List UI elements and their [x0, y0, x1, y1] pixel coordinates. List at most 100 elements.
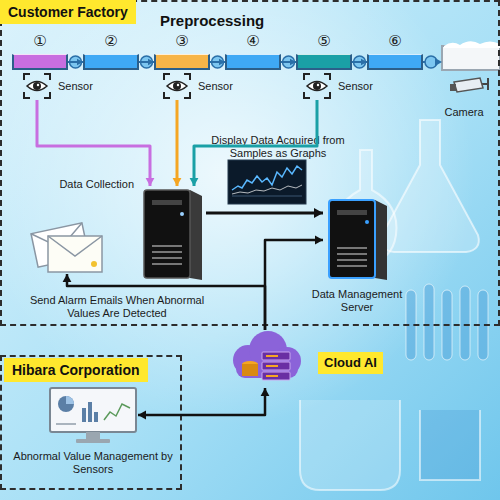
arrow-head — [261, 388, 270, 396]
flow-arrow-circle — [70, 56, 82, 68]
note-label: Display Data Acquired from Samples as Gr… — [208, 134, 348, 160]
process-tank: ⑤ — [296, 32, 352, 70]
test-tube — [460, 286, 470, 360]
tank-body — [12, 54, 68, 70]
section-title: Preprocessing — [160, 12, 264, 30]
connector-arrow — [138, 388, 269, 419]
server-node: Data Management Server — [323, 196, 391, 282]
node-label: Sensor — [58, 80, 93, 93]
connector-line — [176, 100, 179, 186]
server-light — [180, 212, 184, 216]
node-label: Data Collection — [59, 178, 134, 191]
server-front — [329, 200, 375, 278]
server-led — [266, 365, 278, 367]
server-unit — [262, 372, 290, 380]
graph-panel — [228, 160, 306, 204]
server-side — [375, 200, 387, 280]
connector-line — [194, 100, 317, 186]
node-label: Sensor — [198, 80, 233, 93]
sensor-bracket — [24, 74, 50, 98]
server-node: Data Collection — [138, 186, 206, 282]
database-body — [242, 364, 258, 376]
connector-line — [210, 61, 225, 63]
server-slot — [337, 247, 367, 249]
connector-arrow — [265, 236, 323, 330]
connector-arrow — [139, 56, 154, 68]
server-unit — [262, 362, 290, 370]
node-label: ② — [83, 32, 139, 50]
flow-arrow-circle — [141, 56, 153, 68]
server-light — [365, 220, 369, 224]
connector-arrow — [173, 100, 182, 186]
process-tank: ④ — [225, 32, 281, 70]
sensor-bracket — [304, 74, 330, 98]
server-unit — [262, 352, 290, 360]
pie-chart — [58, 396, 74, 412]
arrow-head — [173, 178, 182, 186]
arrow-head — [63, 274, 72, 282]
connector-line — [352, 61, 367, 63]
eye-outline — [167, 82, 187, 91]
node-label: Sensor — [338, 80, 373, 93]
camera-node: Camera — [448, 76, 492, 100]
server-slot — [337, 259, 367, 261]
connector-line — [281, 61, 296, 63]
arrow-head — [361, 59, 367, 66]
connector-arrow — [210, 56, 225, 68]
beaker-outline — [300, 400, 400, 490]
flow-arrow-head — [435, 58, 442, 66]
flow-arrow-circle — [354, 56, 366, 68]
connector-arrow — [352, 56, 367, 68]
node-label: ① — [12, 32, 68, 50]
arrow-head — [190, 178, 199, 186]
eye-pupil — [313, 82, 321, 90]
graph-axis — [232, 196, 302, 197]
cloud-node: Cloud AI — [224, 330, 308, 388]
eye-outline — [307, 82, 327, 91]
node-label: Camera — [434, 106, 494, 119]
envelope-flap — [48, 236, 102, 256]
server-icon — [323, 196, 391, 282]
server-slot — [152, 251, 182, 253]
process-tank: ⑥ — [367, 32, 423, 70]
arrow-head — [219, 59, 225, 66]
connector-line — [265, 240, 323, 330]
connector-arrow — [190, 100, 317, 186]
node-label: ⑥ — [367, 32, 423, 50]
node-label: Customer Factory — [0, 0, 136, 24]
process-tank: ① — [12, 32, 68, 70]
arrow-head — [314, 208, 323, 218]
process-tank: ③ — [154, 32, 210, 70]
server-slot — [152, 263, 182, 265]
camera-lens — [450, 84, 456, 91]
server-slot — [337, 253, 367, 255]
tank-body — [83, 54, 139, 70]
cloud-icon — [224, 330, 308, 388]
connector-line — [139, 61, 154, 63]
server-slot — [337, 265, 367, 267]
server-led — [266, 355, 278, 357]
product-tank — [442, 46, 500, 70]
sensor-eye-icon — [162, 72, 192, 100]
server-front — [144, 190, 190, 278]
email-node: Send Alarm Emails When Abnormal Values A… — [30, 222, 104, 274]
sensor-bracket — [164, 74, 190, 98]
node-label: Hibara Corporation — [4, 358, 148, 382]
node-label: ④ — [225, 32, 281, 50]
connector-arrow — [206, 208, 323, 218]
process-tank: ② — [83, 32, 139, 70]
sensor-eye-icon — [22, 72, 52, 100]
envelope-front — [48, 236, 102, 272]
test-tube — [424, 284, 434, 360]
server-bay — [152, 200, 182, 205]
connector-line — [138, 388, 265, 415]
server-slot — [152, 257, 182, 259]
tank-body — [154, 54, 210, 70]
node-label: ③ — [154, 32, 210, 50]
sensor-eye-icon — [302, 72, 332, 100]
monitor-stand — [86, 432, 100, 440]
connector-line — [37, 100, 150, 186]
node-label: Send Alarm Emails When Abnormal Values A… — [18, 294, 216, 320]
